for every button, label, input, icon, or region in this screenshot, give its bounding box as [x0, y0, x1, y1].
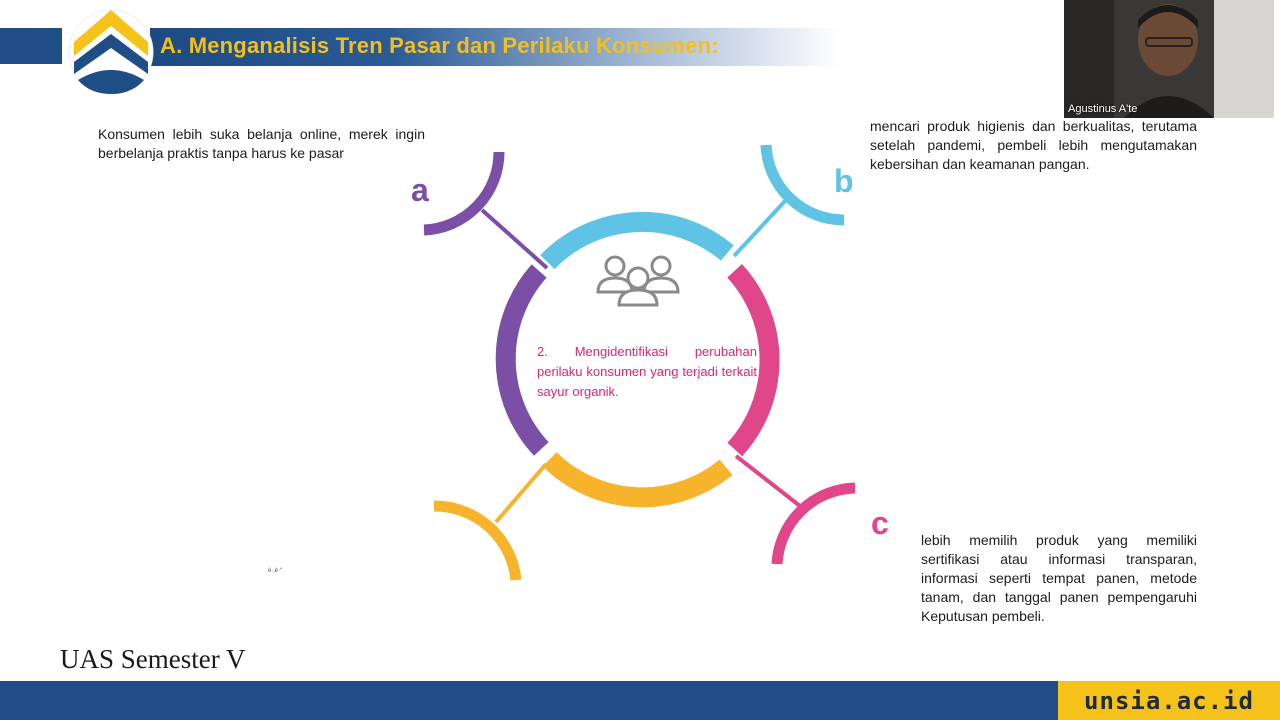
outer-arc-a [423, 151, 505, 236]
outer-arc-b [760, 144, 845, 226]
ring-segment-left [495, 264, 549, 456]
webcam-tile: Agustinus A'te [1064, 0, 1274, 118]
ring-segment-top [540, 211, 734, 270]
outer-arc-d [433, 500, 522, 581]
connector-b [732, 198, 788, 258]
ring-segment-right [727, 264, 780, 457]
connector-a [480, 208, 549, 270]
label-a: a [411, 172, 429, 208]
header-left-bar [0, 28, 62, 64]
ring-segment-bottom [542, 452, 733, 508]
outer-arc-c [771, 482, 856, 565]
center-description: 2. Mengidentifikasi perubahan perilaku k… [537, 344, 757, 399]
people-group-icon [596, 255, 680, 307]
footer-brand-text: unsia.ac.id [1084, 686, 1254, 715]
label-c: c [871, 505, 889, 541]
point-b-text: mencari produk higienis dan berkualitas,… [870, 118, 1197, 172]
footer-brand-box: unsia.ac.id [1058, 681, 1280, 720]
connector-c [734, 454, 802, 508]
header-title-band [150, 28, 840, 66]
point-a-text: Konsumen lebih suka belanja online, mere… [98, 126, 425, 161]
label-b: b [834, 163, 854, 199]
semester-label: UAS Semester V [60, 644, 246, 674]
university-logo-icon [68, 9, 154, 95]
point-c-text: lebih memilih produk yang memiliki serti… [921, 532, 1197, 624]
participant-name: Agustinus A'te [1068, 103, 1138, 115]
connector-d [494, 462, 548, 524]
footer-bar [0, 681, 1058, 720]
webcam-video [1064, 0, 1274, 118]
small-caption: è·‚è·“ [268, 568, 283, 574]
slide-title: A. Menganalisis Tren Pasar dan Perilaku … [160, 33, 719, 58]
